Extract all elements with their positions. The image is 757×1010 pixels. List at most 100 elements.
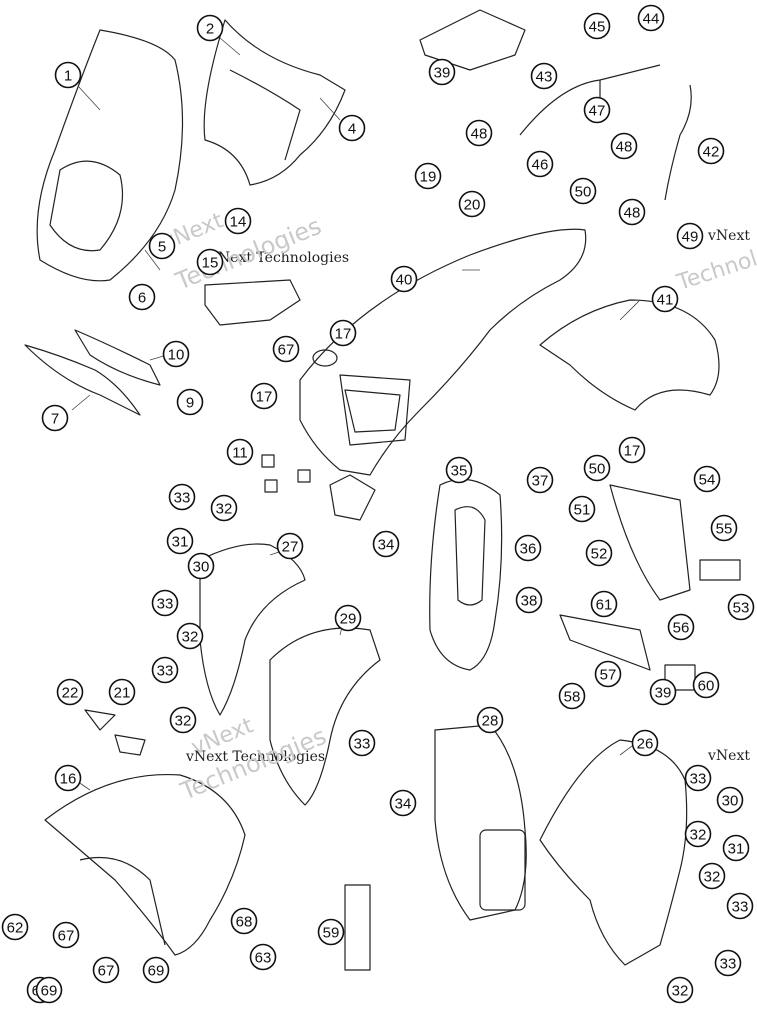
callout-47: 47 xyxy=(583,96,611,124)
callout-4: 4 xyxy=(338,114,366,142)
callout-label: 58 xyxy=(564,689,581,706)
callout-32: 32 xyxy=(176,622,204,650)
callout-label: 42 xyxy=(703,144,720,161)
callout-label: 46 xyxy=(532,157,549,174)
callout-circle xyxy=(226,438,254,466)
callout-label: 28 xyxy=(482,713,499,730)
callout-49: 49 xyxy=(676,222,704,250)
callout-label: 6 xyxy=(138,290,146,307)
callout-33: 33 xyxy=(726,892,754,920)
callout-26: 26 xyxy=(631,729,659,757)
callout-33: 33 xyxy=(151,589,179,617)
callout-label: 49 xyxy=(682,229,699,246)
callout-label: 14 xyxy=(230,214,247,231)
callout-label: 34 xyxy=(395,796,412,813)
callout-label: 50 xyxy=(589,461,606,478)
callout-label: 61 xyxy=(596,597,613,614)
callout-circle xyxy=(224,207,252,235)
callout-circle xyxy=(151,656,179,684)
callout-50: 50 xyxy=(569,177,597,205)
callout-label: 31 xyxy=(172,534,189,551)
callout-label: 33 xyxy=(720,956,737,973)
part-left-shroud xyxy=(199,543,306,716)
callout-circle xyxy=(692,671,720,699)
callout-51: 51 xyxy=(568,495,596,523)
callout-label: 32 xyxy=(216,501,233,518)
callout-29: 29 xyxy=(334,604,362,632)
callout-circle xyxy=(684,820,712,848)
callout-circle xyxy=(514,534,542,562)
callout-37: 37 xyxy=(526,466,554,494)
callout-label: 54 xyxy=(699,472,716,489)
callout-32: 32 xyxy=(210,494,238,522)
callout-60: 60 xyxy=(692,671,720,699)
callout-58: 58 xyxy=(558,682,586,710)
callout-16: 16 xyxy=(54,764,82,792)
callout-label: 67 xyxy=(58,928,75,945)
callout-1: 1 xyxy=(54,61,82,89)
callout-circle xyxy=(329,319,357,347)
callout-circle xyxy=(196,248,224,276)
callout-circle xyxy=(414,162,442,190)
part-right-shroud xyxy=(539,739,688,966)
callout-11: 11 xyxy=(226,438,254,466)
callout-label: 68 xyxy=(236,914,253,931)
callout-label: 1 xyxy=(64,68,72,85)
part-21 xyxy=(114,734,146,756)
callout-50: 50 xyxy=(583,454,611,482)
callout-label: 47 xyxy=(589,103,606,120)
callout-label: 32 xyxy=(672,983,689,1000)
callout-label: 16 xyxy=(60,771,77,788)
callout-circle xyxy=(610,132,638,160)
callout-circle xyxy=(526,150,554,178)
callout-circle xyxy=(348,729,376,757)
callout-label: 32 xyxy=(182,629,199,646)
callout-circle xyxy=(92,956,120,984)
callout-label: 26 xyxy=(637,736,654,753)
callout-67: 67 xyxy=(52,921,80,949)
callout-label: 53 xyxy=(733,600,750,617)
callout-label: 39 xyxy=(655,685,672,702)
callout-circle xyxy=(162,340,190,368)
callout-label: 19 xyxy=(420,169,437,186)
callout-55: 55 xyxy=(710,514,738,542)
callout-circle xyxy=(697,137,725,165)
callout-circle xyxy=(41,404,69,432)
part-right-side-cover xyxy=(434,724,527,921)
callout-label: 11 xyxy=(232,445,248,462)
watermark-text: vNext Technologies xyxy=(185,749,325,765)
callout-57: 57 xyxy=(594,660,622,688)
callout-67: 67 xyxy=(92,956,120,984)
callout-6: 6 xyxy=(128,283,156,311)
callout-2: 2 xyxy=(196,14,224,42)
callout-31: 31 xyxy=(722,834,750,862)
callout-circle xyxy=(465,119,493,147)
callout-circle xyxy=(128,283,156,311)
callout-label: 17 xyxy=(624,443,641,460)
callout-label: 51 xyxy=(574,502,591,519)
callout-label: 35 xyxy=(451,463,468,480)
callout-label: 27 xyxy=(282,539,299,556)
callout-label: 29 xyxy=(340,611,357,628)
callout-35: 35 xyxy=(445,456,473,484)
callout-label: 17 xyxy=(256,389,273,406)
callout-circle xyxy=(583,454,611,482)
callout-label: 52 xyxy=(591,546,608,563)
callout-label: 22 xyxy=(62,685,79,702)
callout-circle xyxy=(458,190,486,218)
watermark-text: vNext Technologies xyxy=(209,250,349,266)
callout-32: 32 xyxy=(698,862,726,890)
callout-53: 53 xyxy=(727,593,755,621)
callout-label: 44 xyxy=(643,11,660,28)
callout-label: 38 xyxy=(521,593,538,610)
part-side-cover-front xyxy=(24,344,141,416)
callout-label: 34 xyxy=(378,537,395,554)
callout-20: 20 xyxy=(458,190,486,218)
part-reflector-side xyxy=(664,664,696,691)
callout-30: 30 xyxy=(187,552,215,580)
part-windscreen xyxy=(36,29,184,282)
callout-label: 63 xyxy=(255,950,272,967)
callout-circle xyxy=(250,382,278,410)
callout-68: 68 xyxy=(230,907,258,935)
watermark-text: vNext xyxy=(707,228,750,244)
